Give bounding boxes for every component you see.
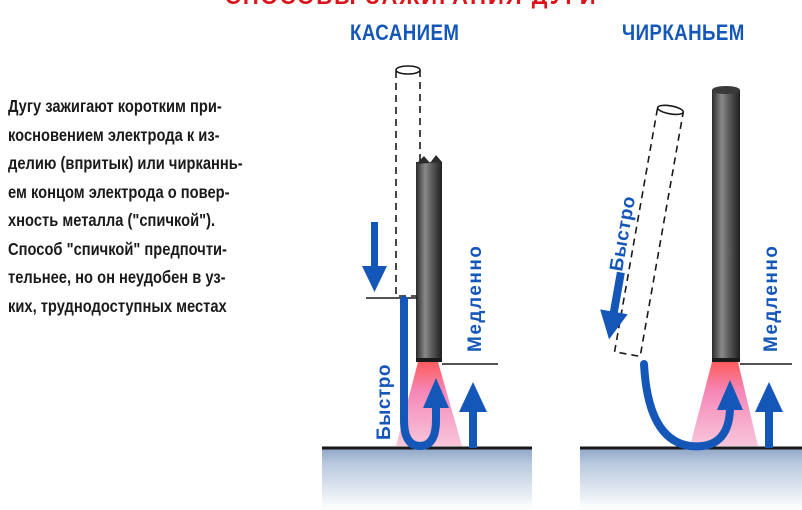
- method-strike-title: ЧИРКАНЬЕМ: [622, 20, 745, 45]
- workpiece-left: [322, 448, 532, 510]
- up-arrow-small-right: [717, 380, 743, 410]
- up-arrow-small-left: [423, 378, 449, 408]
- desc-line: ем концом электрода о повер-: [8, 181, 230, 202]
- label-strike-slow: Медленно: [761, 245, 782, 352]
- curve-path-arrow: [640, 360, 734, 451]
- strike-direction-arrow-icon: [600, 271, 628, 340]
- workpiece-right: [580, 448, 802, 510]
- description-text: Дугу зажигают коротким при- косновением …: [8, 92, 308, 320]
- desc-line: ких, труднодоступных местах: [8, 295, 227, 316]
- label-touch-fast: Быстро: [374, 364, 395, 440]
- electrode-left: [416, 155, 442, 362]
- electrode-right: [712, 86, 740, 362]
- electrode-ghost-right: [613, 104, 685, 358]
- desc-line: Дугу зажигают коротким при-: [8, 96, 222, 116]
- method-touch-title: КАСАНИЕМ: [350, 20, 460, 45]
- desc-line: тельнее, но он неудобен в уз-: [8, 267, 226, 287]
- banner-title: СПОСОБЫ ЗАЖИГАНИЯ ДУГИ: [225, 0, 655, 10]
- desc-line: делию (впритык) или чирканнь-: [8, 153, 243, 173]
- u-path-arrow: [400, 296, 440, 451]
- desc-line: хность металла ("спичкой").: [8, 210, 216, 230]
- down-arrow-icon: [362, 222, 387, 292]
- up-arrow-icon-left: [459, 382, 487, 448]
- label-touch-slow: Медленно: [465, 245, 486, 352]
- desc-line: косновением электрода к из-: [8, 124, 220, 145]
- desc-line: Способ "спичкой" предпочти-: [8, 238, 227, 259]
- up-arrow-icon-right: [755, 382, 783, 448]
